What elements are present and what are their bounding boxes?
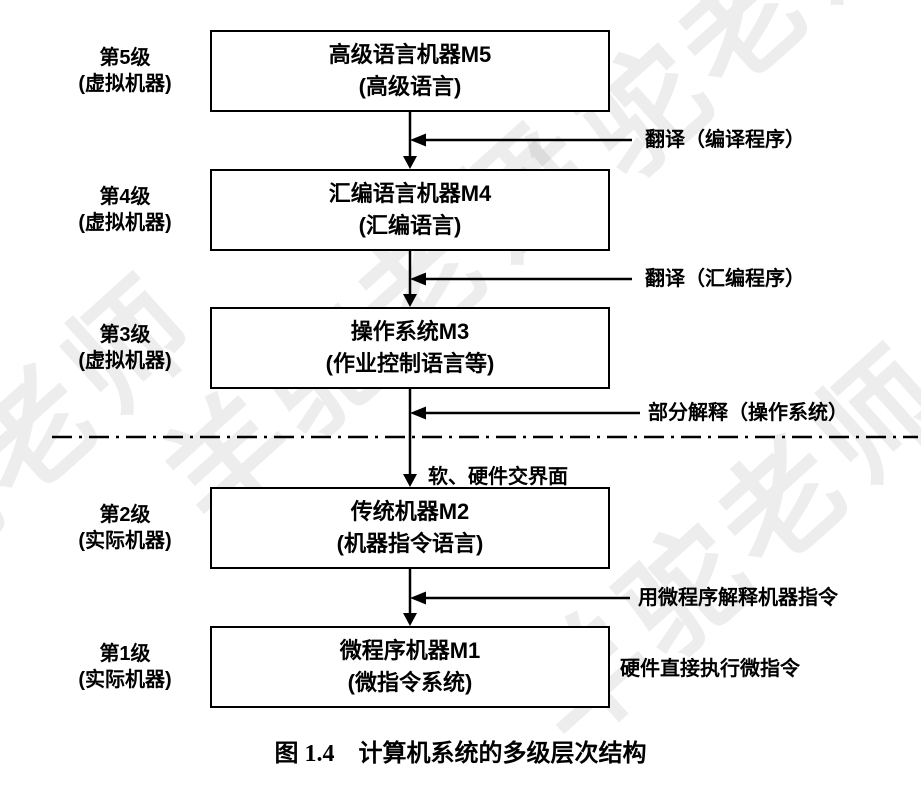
machine-box-m5: 高级语言机器M5 (高级语言) — [210, 30, 610, 112]
connector-m5-m4 — [403, 112, 632, 169]
tier-label-level4: 第4级 (虚拟机器) — [42, 184, 208, 236]
machine-name: 操作系统M3 — [350, 319, 470, 345]
hardware-direct-exec-label: 硬件直接执行微指令 — [620, 658, 800, 680]
machine-name: 微程序机器M1 — [339, 638, 481, 664]
figure-caption: 图 1.4 计算机系统的多级层次结构 — [274, 741, 647, 767]
tier-type: (实际机器) — [78, 669, 172, 691]
machine-language: (高级语言) — [358, 73, 462, 99]
connector-label-microprogram-interpret: 用微程序解释机器指令 — [638, 587, 838, 609]
connector-label-assemble-translate: 翻译（汇编程序） — [645, 268, 805, 290]
machine-box-m2: 传统机器M2 (机器指令语言) — [210, 487, 610, 569]
tier-label-level2: 第2级 (实际机器) — [42, 502, 208, 554]
machine-box-m4: 汇编语言机器M4 (汇编语言) — [210, 169, 610, 251]
tier-label-level5: 第5级 (虚拟机器) — [42, 45, 208, 97]
tier-name: 第2级 — [99, 504, 151, 526]
tier-name: 第4级 — [99, 186, 151, 208]
machine-box-m3: 操作系统M3 (作业控制语言等) — [210, 307, 610, 389]
machine-language: (微指令系统) — [347, 669, 473, 695]
tier-label-level1: 第1级 (实际机器) — [42, 641, 208, 693]
machine-language: (作业控制语言等) — [325, 350, 495, 376]
tier-type: (虚拟机器) — [78, 350, 172, 372]
connector-label-compile-translate: 翻译（编译程序） — [645, 129, 805, 151]
tier-name: 第1级 — [99, 643, 151, 665]
connector-m2-m1 — [403, 568, 630, 626]
machine-box-m1: 微程序机器M1 (微指令系统) — [210, 626, 610, 708]
tier-type: (实际机器) — [78, 530, 172, 552]
tier-type: (虚拟机器) — [78, 212, 172, 234]
connector-m3-m2 — [403, 389, 640, 487]
machine-language: (汇编语言) — [358, 212, 462, 238]
tier-name: 第5级 — [99, 47, 151, 69]
machine-name: 传统机器M2 — [350, 499, 470, 525]
machine-language: (机器指令语言) — [336, 530, 484, 556]
tier-type: (虚拟机器) — [78, 73, 172, 95]
machine-name: 汇编语言机器M4 — [328, 181, 492, 207]
connector-m4-m3 — [403, 251, 632, 307]
tier-name: 第3级 — [99, 324, 151, 346]
connector-label-partial-interpret-os: 部分解释（操作系统） — [648, 402, 848, 424]
tier-label-level3: 第3级 (虚拟机器) — [42, 322, 208, 374]
software-hardware-interface-label: 软、硬件交界面 — [428, 466, 568, 488]
machine-name: 高级语言机器M5 — [328, 42, 492, 68]
